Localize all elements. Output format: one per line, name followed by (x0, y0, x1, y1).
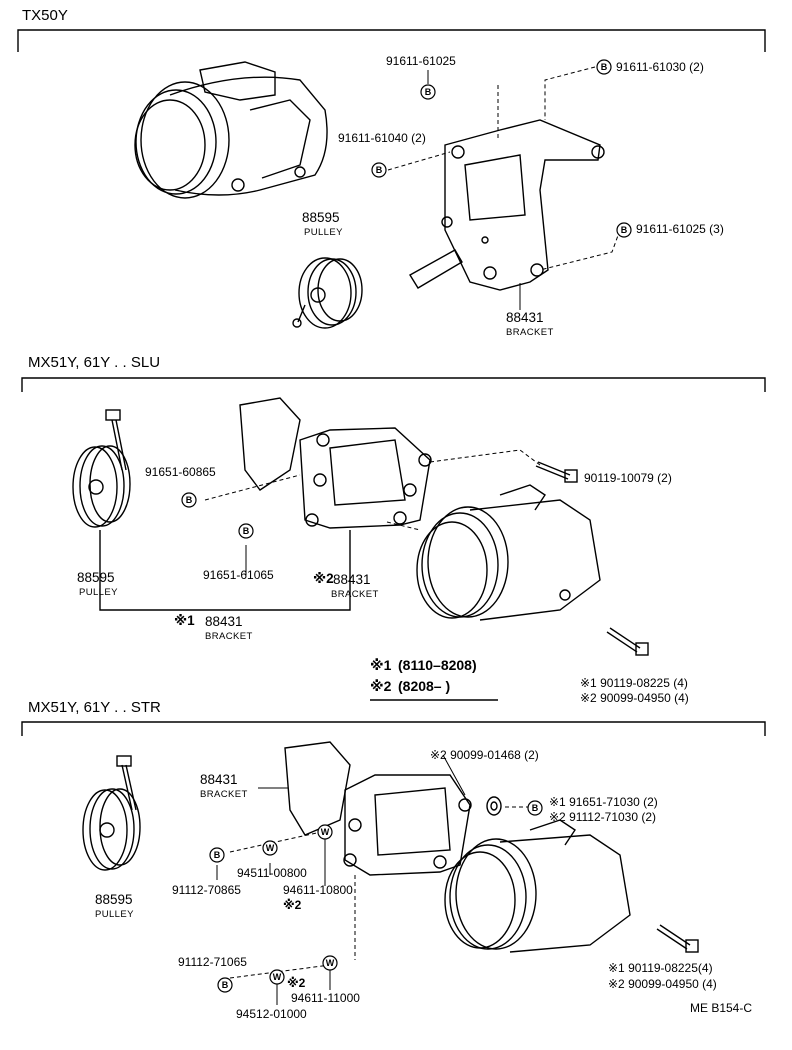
callout-letter: W (321, 827, 330, 837)
bracket-3-drawing (284, 741, 472, 876)
part-number: 88431 (205, 614, 243, 629)
part-number: ※2 91112-71030 (2) (549, 810, 657, 824)
callout-circle (616, 222, 632, 238)
footer-code: ME B154-C (690, 1001, 753, 1015)
bracket-1-drawing (409, 119, 605, 291)
part-number: 90119-10079 (2) (584, 471, 672, 485)
part-number: 91651-60865 (145, 465, 216, 479)
part-name: PULLEY (95, 909, 134, 920)
callout-letter: B (186, 495, 193, 505)
callout-letter: B (425, 87, 432, 97)
part-number: ※2 90099-01468 (2) (430, 748, 539, 762)
pulley-1-drawing (292, 257, 363, 329)
callout-circle (322, 955, 338, 971)
callout-circle (527, 800, 543, 816)
bracket-2-drawing (239, 397, 432, 529)
callout-circle (317, 824, 333, 840)
part-number: 88431 (333, 572, 371, 587)
callout-letter: W (326, 958, 335, 968)
part-number: 91112-70865 (172, 883, 241, 897)
callout-letter: W (266, 843, 275, 853)
section-2-frame (21, 377, 766, 392)
part-number: ※1 90119-08225 (4) (580, 676, 688, 690)
variant-mark: ※1 (174, 613, 195, 628)
compressor-1-drawing (134, 61, 328, 199)
section-title: TX50Y (22, 7, 68, 24)
callout-circle (238, 523, 254, 539)
part-number: 91611-61025 (3) (636, 222, 724, 236)
part-number: ※1 90119-08225(4) (608, 961, 713, 975)
part-number: 88431 (506, 310, 544, 325)
callout-circle (596, 59, 612, 75)
part-number: 91112-71065 (178, 955, 247, 969)
bolt-2c-drawing (606, 627, 649, 656)
date-range-note: (8110–8208) (398, 657, 477, 673)
part-number: 91651-61065 (203, 568, 274, 582)
callout-circle (262, 840, 278, 856)
bolt-2a-drawing (105, 409, 127, 471)
variant-mark: ※2 (287, 976, 306, 990)
callout-circle (371, 162, 387, 178)
part-name: PULLEY (304, 227, 343, 238)
callout-circle (269, 969, 285, 985)
part-name: PULLEY (79, 587, 118, 598)
part-number: 88595 (95, 892, 133, 907)
callout-letter: B (222, 980, 229, 990)
callout-letter: B (214, 850, 221, 860)
callout-letter: W (273, 972, 282, 982)
compressor-2-drawing (416, 484, 601, 621)
section-1-frame (17, 29, 766, 52)
pulley-3-drawing (82, 788, 141, 871)
part-number: 88595 (302, 210, 340, 225)
part-number: 88595 (77, 570, 115, 585)
bolt-2b-drawing (535, 461, 578, 483)
variant-mark: ※1 (370, 657, 392, 673)
callout-circle (420, 84, 436, 100)
part-number: ※1 91651-71030 (2) (549, 795, 658, 809)
section-3-frame (21, 721, 766, 736)
part-number: 88431 (200, 772, 238, 787)
part-name: BRACKET (200, 789, 248, 800)
part-number: 94611-10800 (283, 883, 353, 897)
callout-letter: B (376, 165, 383, 175)
compressor-3-drawing (444, 819, 631, 953)
callout-letter: B (621, 225, 628, 235)
part-number: 94511-00800 (237, 866, 307, 880)
callout-circle (217, 977, 233, 993)
part-number: ※2 90099-04950 (4) (608, 977, 717, 991)
part-number: 94611-11000 (291, 991, 360, 1005)
part-number: ※2 90099-04950 (4) (580, 691, 689, 705)
variant-mark: ※2 (283, 898, 302, 912)
callout-circle (181, 492, 197, 508)
part-number: 94512-01000 (236, 1007, 307, 1021)
part-name: BRACKET (506, 327, 554, 338)
bolt-3b-drawing (656, 924, 699, 953)
part-name: BRACKET (331, 589, 379, 600)
callout-letter: B (601, 62, 608, 72)
callout-letter: B (243, 526, 250, 536)
part-number: 91611-61025 (386, 54, 456, 68)
bolt-3a-drawing (116, 755, 137, 811)
section-title: MX51Y, 61Y . . STR (28, 699, 161, 716)
variant-mark: ※2 (313, 571, 334, 586)
part-name: BRACKET (205, 631, 253, 642)
part-number: 91611-61040 (2) (338, 131, 426, 145)
callout-circle (209, 847, 225, 863)
date-range-note: (8208– ) (398, 678, 451, 694)
callout-letter: B (532, 803, 539, 813)
nut-3-drawing (486, 796, 502, 816)
section-title: MX51Y, 61Y . . SLU (28, 354, 161, 371)
variant-mark: ※2 (370, 678, 392, 694)
part-number: 91611-61030 (2) (616, 60, 704, 74)
